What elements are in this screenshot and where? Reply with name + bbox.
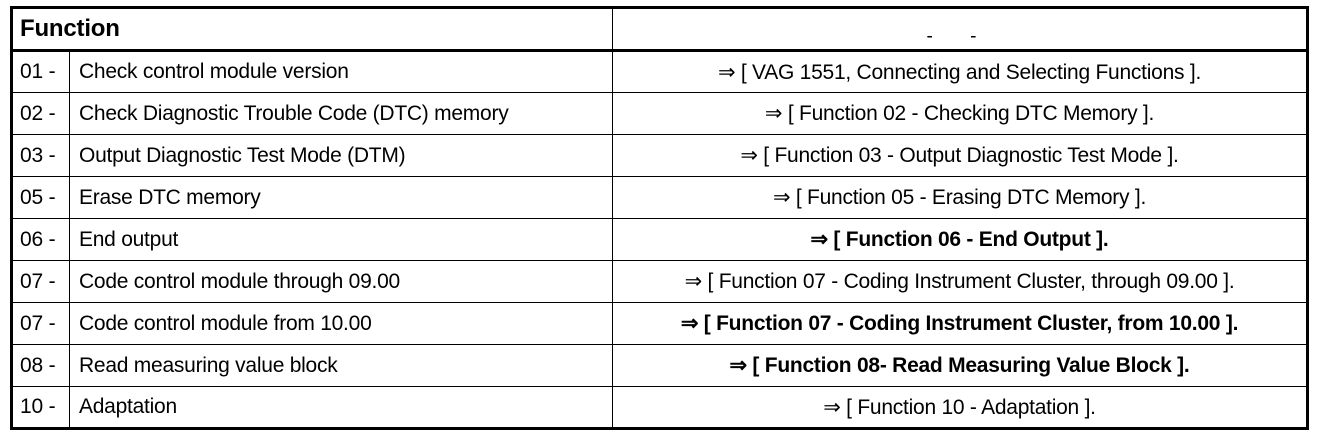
row-description: Check Diagnostic Trouble Code (DTC) memo… [69,92,613,135]
row-description: Read measuring value block [69,344,613,387]
row-number: 06 - [11,218,70,261]
table-row: 07 - Code control module from 10.00 ⇒ [ … [11,302,1308,345]
table-row: 06 - End output ⇒ [ Function 06 - End Ou… [11,218,1308,261]
row-description: Adaptation [69,386,613,429]
row-reference[interactable]: ⇒ [ Function 08- Read Measuring Value Bl… [612,344,1308,387]
row-description: Code control module from 10.00 [69,302,613,345]
column-header-reference: - - [612,7,1308,52]
row-reference[interactable]: ⇒ [ VAG 1551, Connecting and Selecting F… [612,50,1308,93]
row-reference[interactable]: ⇒ [ Function 06 - End Output ]. [612,218,1308,261]
function-reference-table: Function - - 01 - Check control module v… [10,6,1309,430]
table-row: 07 - Code control module through 09.00 ⇒… [11,260,1308,303]
row-number: 07 - [11,302,70,345]
row-number: 03 - [11,134,70,177]
row-reference[interactable]: ⇒ [ Function 10 - Adaptation ]. [612,386,1308,429]
row-number: 05 - [11,176,70,219]
column-header-function: Function [11,7,613,52]
row-number: 07 - [11,260,70,303]
table-body: 01 - Check control module version ⇒ [ VA… [11,50,1308,429]
table-row: 05 - Erase DTC memory ⇒ [ Function 05 - … [11,176,1308,219]
row-description: End output [69,218,613,261]
row-reference[interactable]: ⇒ [ Function 07 - Coding Instrument Clus… [612,260,1308,303]
table-row: 08 - Read measuring value block ⇒ [ Func… [11,344,1308,387]
row-reference[interactable]: ⇒ [ Function 05 - Erasing DTC Memory ]. [612,176,1308,219]
row-reference[interactable]: ⇒ [ Function 03 - Output Diagnostic Test… [612,134,1308,177]
table-header-row: Function - - [11,7,1308,52]
row-description: Check control module version [69,50,613,93]
table-header: Function - - [11,7,1308,52]
table-row: 01 - Check control module version ⇒ [ VA… [11,50,1308,93]
row-description: Erase DTC memory [69,176,613,219]
row-number: 08 - [11,344,70,387]
row-reference[interactable]: ⇒ [ Function 07 - Coding Instrument Clus… [612,302,1308,345]
header-ghost-marks: - - [926,26,993,47]
row-number: 10 - [11,386,70,429]
row-number: 01 - [11,50,70,93]
row-number: 02 - [11,92,70,135]
row-description: Output Diagnostic Test Mode (DTM) [69,134,613,177]
table-row: 03 - Output Diagnostic Test Mode (DTM) ⇒… [11,134,1308,177]
table-row: 10 - Adaptation ⇒ [ Function 10 - Adapta… [11,386,1308,429]
row-description: Code control module through 09.00 [69,260,613,303]
table-row: 02 - Check Diagnostic Trouble Code (DTC)… [11,92,1308,135]
row-reference[interactable]: ⇒ [ Function 02 - Checking DTC Memory ]. [612,92,1308,135]
